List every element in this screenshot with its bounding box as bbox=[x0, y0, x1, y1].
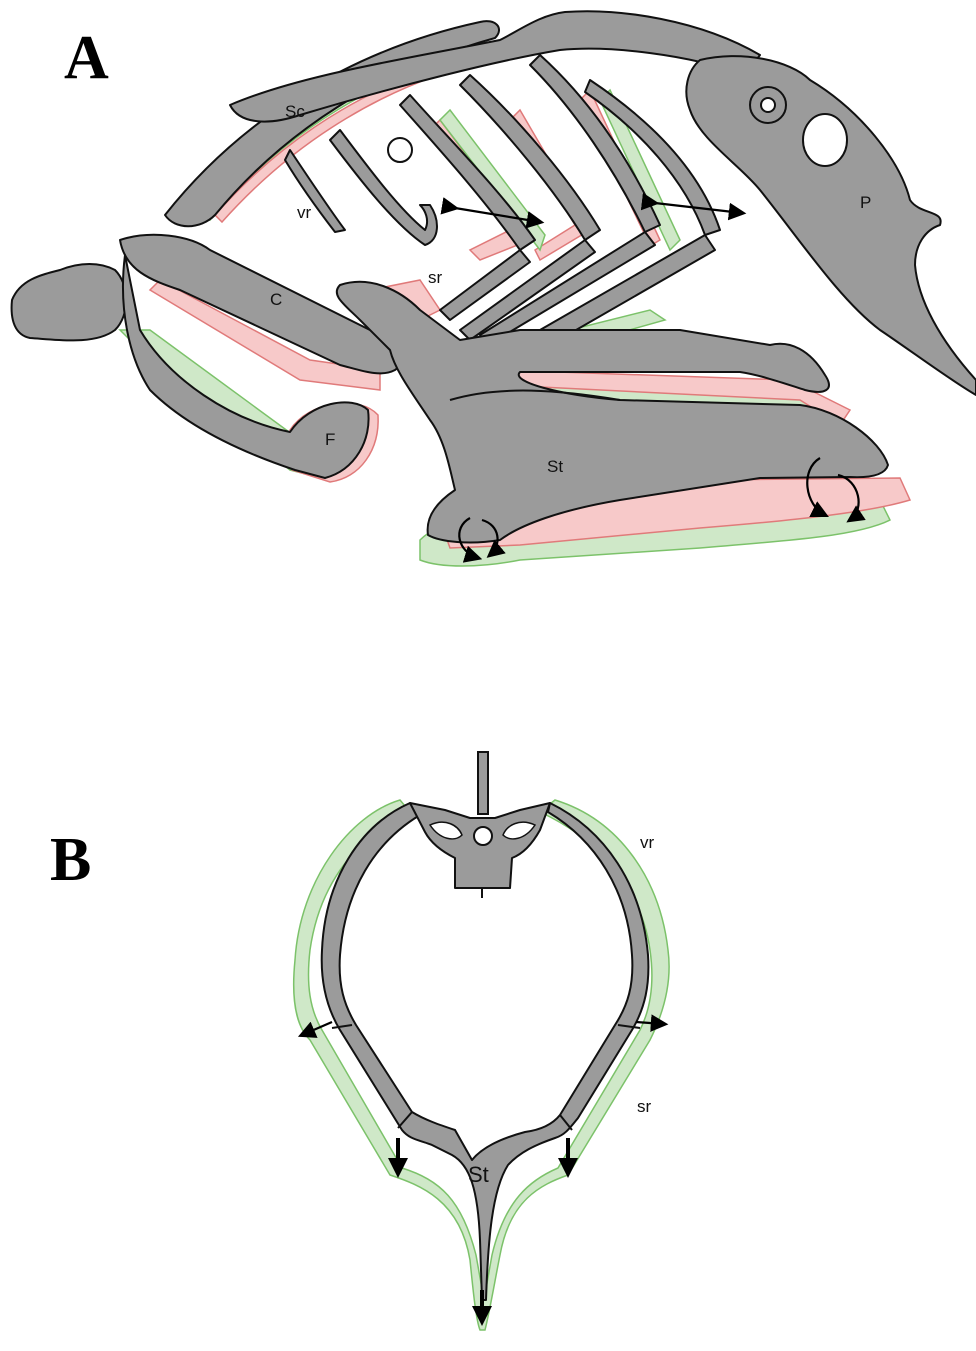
label-sr: sr bbox=[428, 268, 443, 287]
obturator-foramen bbox=[803, 114, 847, 166]
rib-head-foramen bbox=[388, 138, 412, 162]
label-b-st: St bbox=[468, 1162, 489, 1187]
acetabulum-hole bbox=[761, 98, 775, 112]
label-b-vr: vr bbox=[640, 833, 655, 852]
outward-arrow-right bbox=[636, 1022, 664, 1024]
panel-b-letter: B bbox=[50, 826, 91, 894]
label-b-sr: sr bbox=[637, 1097, 652, 1116]
label-f: F bbox=[325, 430, 335, 449]
vertebral-foramen bbox=[474, 827, 492, 845]
vertebral-rib-1 bbox=[285, 150, 345, 232]
panel-a: A bbox=[12, 11, 976, 566]
vertebral-rib-5 bbox=[530, 55, 660, 232]
label-sc: Sc bbox=[285, 102, 305, 121]
label-c: C bbox=[270, 290, 282, 309]
vertebra bbox=[410, 752, 550, 898]
neural-spine bbox=[478, 752, 488, 814]
label-st: St bbox=[547, 457, 563, 476]
label-p: P bbox=[860, 193, 871, 212]
panel-a-letter: A bbox=[64, 24, 109, 92]
panel-a-skeleton bbox=[12, 11, 976, 542]
humerus-head bbox=[12, 264, 127, 340]
vertebral-rib-2 bbox=[330, 130, 437, 245]
panel-b: B vr sr St bbox=[50, 752, 669, 1330]
sternal-rib-1 bbox=[440, 250, 530, 320]
label-vr: vr bbox=[297, 203, 312, 222]
